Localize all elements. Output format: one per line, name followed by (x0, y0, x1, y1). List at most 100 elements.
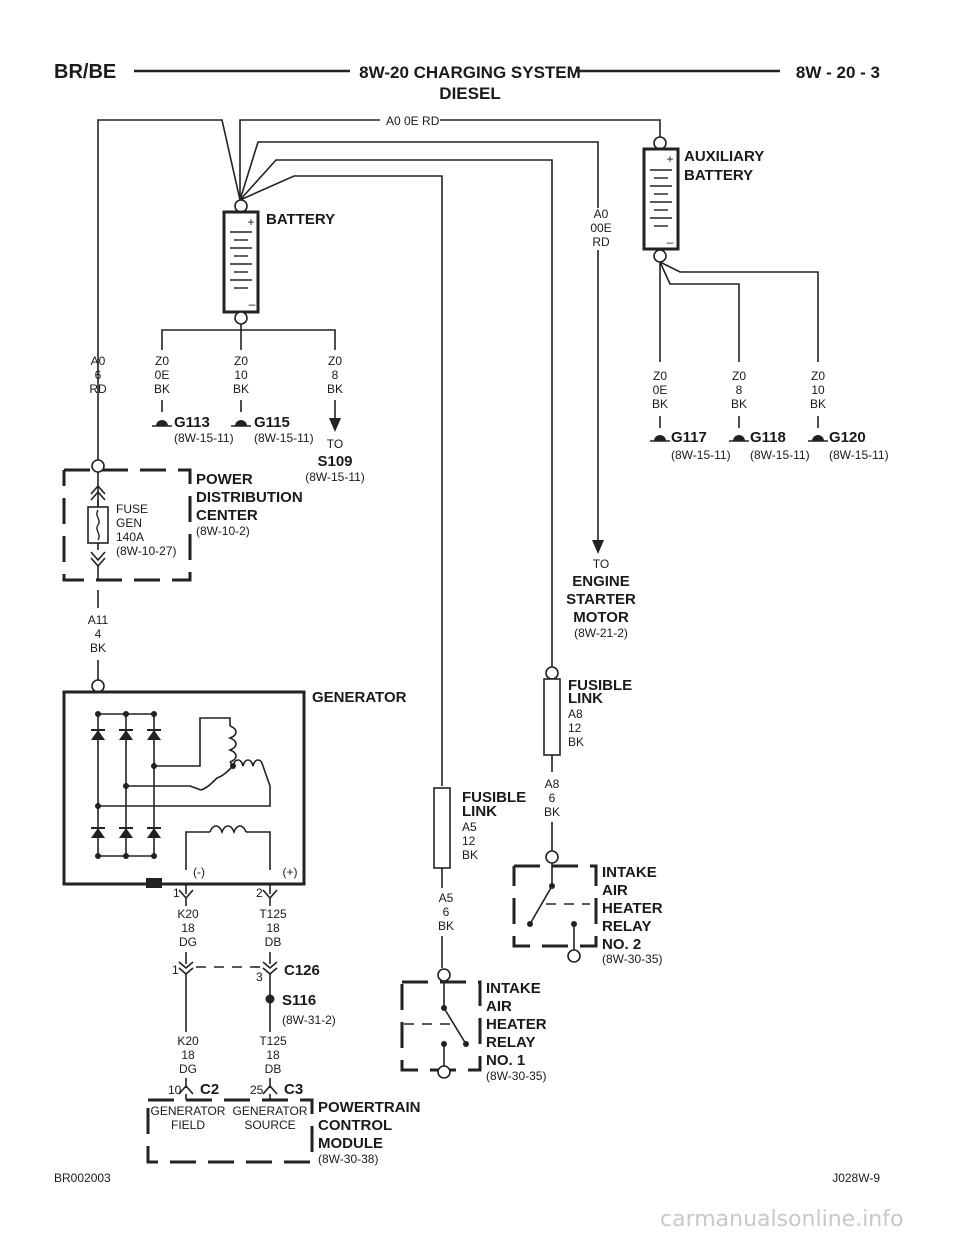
wire-label: RD (89, 382, 107, 396)
wire-label: 6 (443, 905, 450, 919)
wire-label: 4 (95, 627, 102, 641)
header-subtitle: DIESEL (439, 84, 500, 103)
relay-1-label: INTAKE (486, 980, 541, 997)
wire-label: 18 (266, 921, 280, 935)
svg-text:BK: BK (462, 848, 478, 862)
wire-label: DG (179, 935, 197, 949)
ground-g117: G117 (8W-15-11) (650, 429, 731, 462)
top-wire-label: A0 0E RD (386, 114, 440, 128)
wire-label: DB (265, 935, 282, 949)
svg-text:Z0: Z0 (234, 354, 248, 368)
wire-label: T125 (259, 1034, 287, 1048)
top-wires: A0 0E RD (97, 114, 661, 786)
wire-label: RD (592, 235, 610, 249)
svg-text:(8W-10-27): (8W-10-27) (116, 544, 176, 558)
header-left: BR/BE (54, 61, 116, 83)
svg-text:(-): (-) (193, 865, 205, 879)
fuse-label: FUSE (116, 502, 148, 516)
svg-text:LINK: LINK (462, 803, 497, 820)
generator-label: GENERATOR (312, 689, 407, 706)
svg-text:STARTER: STARTER (566, 591, 636, 608)
wire-label: 18 (181, 1048, 195, 1062)
intake-air-heater-relay-1: INTAKE AIR HEATER RELAY NO. 1 (8W-30-35) (400, 968, 547, 1083)
svg-text:(8W-15-11): (8W-15-11) (174, 431, 234, 445)
svg-text:CENTER: CENTER (196, 507, 258, 524)
wire-label: A0 (91, 354, 106, 368)
aux-ground-wires: Z0 0E BK Z0 8 BK Z0 10 BK (652, 369, 826, 428)
svg-text:BK: BK (568, 735, 584, 749)
svg-text:TO: TO (593, 557, 609, 571)
svg-text:AIR: AIR (602, 882, 628, 899)
wire-label: DB (265, 1062, 282, 1076)
svg-text:Z0: Z0 (155, 354, 169, 368)
svg-text:FUSIBLE: FUSIBLE (462, 789, 526, 806)
footer-left: BR002003 (54, 1171, 111, 1185)
wire-label: K20 (177, 907, 199, 921)
wire-label: 18 (181, 921, 195, 935)
connector-c126: 1 3 C126 (172, 952, 320, 1032)
svg-text:CONTROL: CONTROL (318, 1117, 392, 1134)
svg-text:(8W-15-11): (8W-15-11) (254, 431, 314, 445)
header-right: 8W - 20 - 3 (796, 63, 880, 82)
svg-text:BK: BK (327, 382, 343, 396)
svg-text:AIR: AIR (486, 998, 512, 1015)
header-title: 8W-20 CHARGING SYSTEM (359, 63, 581, 82)
engine-starter-motor: TO ENGINE STARTER MOTOR (8W-21-2) (566, 557, 636, 640)
svg-text:1: 1 (173, 886, 180, 900)
svg-text:Z0: Z0 (732, 369, 746, 383)
svg-text:GEN: GEN (116, 516, 142, 530)
svg-text:(8W-30-35): (8W-30-35) (602, 952, 662, 966)
generator-connector: 1 2 (173, 884, 278, 906)
svg-text:(8W-10-2): (8W-10-2) (196, 524, 250, 538)
wire-label: 00E (590, 221, 611, 235)
svg-text:A5: A5 (462, 820, 477, 834)
aux-battery-label: AUXILIARY (684, 148, 764, 165)
svg-text:(8W-15-11): (8W-15-11) (671, 448, 731, 462)
power-distribution-center: FUSE GEN 140A (8W-10-27) POWER DISTRIBUT… (62, 459, 303, 582)
wire-label: A11 (88, 613, 109, 627)
svg-text:(+): (+) (283, 865, 298, 879)
svg-text:G118: G118 (750, 429, 786, 446)
footer-right: J028W-9 (832, 1171, 880, 1185)
svg-text:MODULE: MODULE (318, 1135, 383, 1152)
svg-text:(8W-15-11): (8W-15-11) (305, 470, 365, 484)
wire-label: 6 (549, 791, 556, 805)
battery-minus: – (249, 297, 256, 311)
svg-text:(8W-31-2): (8W-31-2) (282, 1013, 336, 1027)
svg-text:C3: C3 (284, 1081, 303, 1098)
svg-text:GENERATOR: GENERATOR (151, 1104, 226, 1118)
svg-text:(8W-30-38): (8W-30-38) (318, 1152, 378, 1166)
svg-text:(8W-15-11): (8W-15-11) (750, 448, 810, 462)
svg-text:NO. 2: NO. 2 (602, 936, 641, 953)
wire-label: A8 (545, 777, 560, 791)
svg-text:Z0: Z0 (328, 354, 342, 368)
relay-2-label: INTAKE (602, 864, 657, 881)
svg-text:8: 8 (332, 368, 339, 382)
svg-text:TO: TO (327, 437, 343, 451)
svg-text:2: 2 (256, 886, 263, 900)
svg-text:–: – (667, 235, 674, 249)
wire-label: BK (544, 805, 560, 819)
battery-label: BATTERY (266, 211, 335, 228)
svg-text:HEATER: HEATER (486, 1016, 547, 1033)
splice-s109: TO S109 (8W-15-11) (305, 437, 365, 484)
wire-label: 18 (266, 1048, 280, 1062)
svg-text:G117: G117 (671, 429, 707, 446)
svg-text:G113: G113 (174, 414, 210, 431)
svg-text:10: 10 (811, 383, 825, 397)
fusible-link-1: FUSIBLE LINK A5 12 BK (433, 787, 526, 888)
svg-text:0E: 0E (155, 368, 170, 382)
svg-text:HEATER: HEATER (602, 900, 663, 917)
ground-g120: G120 (8W-15-11) (808, 429, 889, 462)
svg-text:1: 1 (172, 963, 179, 977)
intake-air-heater-relay-2: INTAKE AIR HEATER RELAY NO. 2 (8W-30-35) (512, 850, 663, 966)
fusible-link-2: FUSIBLE LINK A8 12 BK (543, 666, 632, 772)
battery-ground-wires: Z0 0E BK Z0 10 BK Z0 8 BK (154, 354, 343, 432)
svg-text:BK: BK (810, 397, 826, 411)
wire-label: DG (179, 1062, 197, 1076)
auxiliary-battery: + – AUXILIARY BATTERY (642, 136, 764, 263)
svg-text:BK: BK (731, 397, 747, 411)
svg-text:S109: S109 (317, 453, 352, 470)
wire-label: BK (438, 919, 454, 933)
svg-text:10: 10 (234, 368, 248, 382)
